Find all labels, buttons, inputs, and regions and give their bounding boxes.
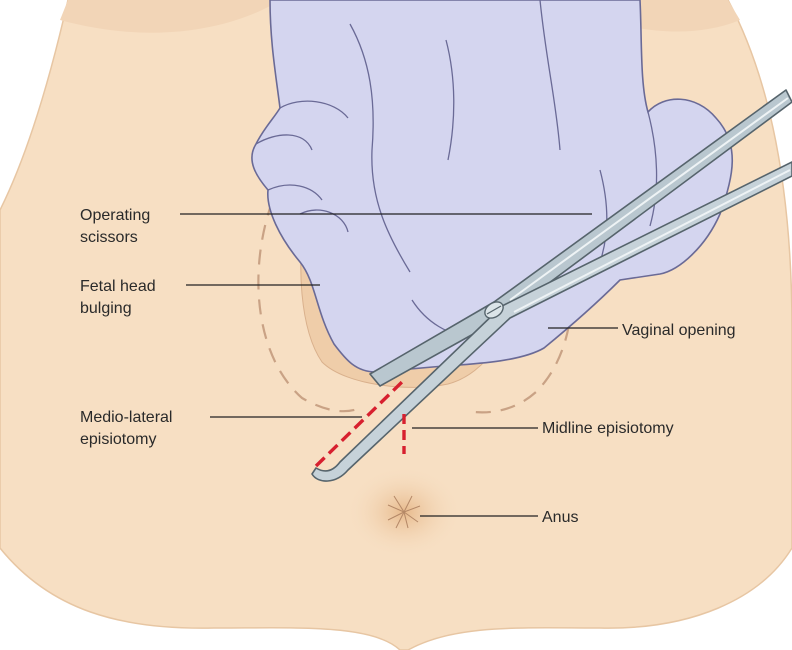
- anus-label: Anus: [542, 507, 578, 529]
- operating-scissors-label: Operating scissors: [80, 205, 150, 249]
- vaginal-opening-label: Vaginal opening: [622, 320, 736, 342]
- anus: [346, 466, 462, 558]
- midline-episiotomy-label: Midline episiotomy: [542, 418, 674, 440]
- medio-lateral-episiotomy-label: Medio-lateral episiotomy: [80, 407, 172, 451]
- fetal-head-label: Fetal head bulging: [80, 276, 156, 320]
